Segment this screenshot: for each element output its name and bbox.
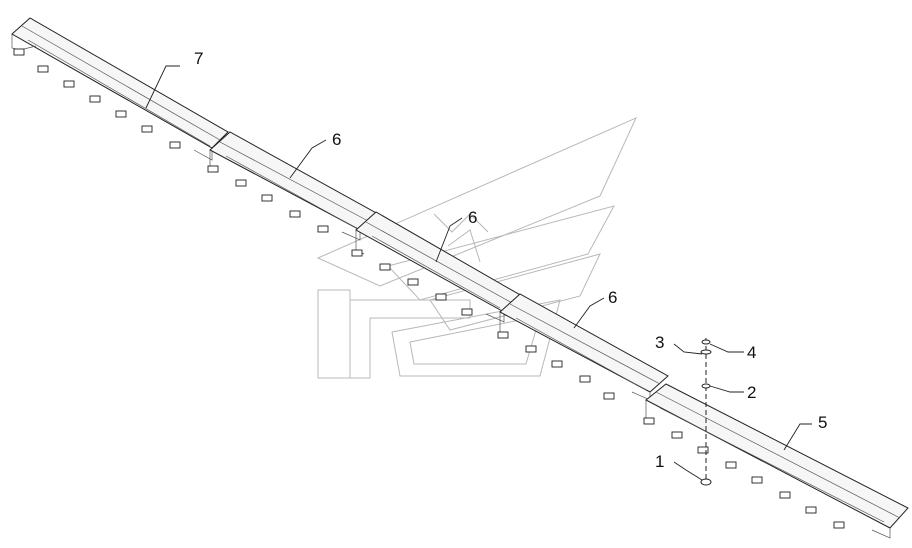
- callout-3: 3: [655, 333, 664, 352]
- cover-segment-5: [643, 383, 909, 539]
- callout-6-second: 6: [468, 208, 477, 227]
- cover-segment-7: [11, 17, 229, 161]
- callout-6-first: 6: [332, 130, 341, 149]
- callout-4: 4: [747, 343, 756, 362]
- fastener-stack: [700, 338, 712, 486]
- leader-lines: [145, 65, 812, 481]
- cover-segment-6-first: [207, 131, 379, 241]
- callout-2: 2: [747, 383, 756, 402]
- callout-5: 5: [818, 413, 827, 432]
- callout-7: 7: [194, 49, 203, 68]
- callout-6-third: 6: [608, 288, 617, 307]
- cover-segment-6-third: [497, 293, 669, 401]
- cover-segment-6-second: [351, 211, 523, 323]
- callout-1: 1: [655, 452, 664, 471]
